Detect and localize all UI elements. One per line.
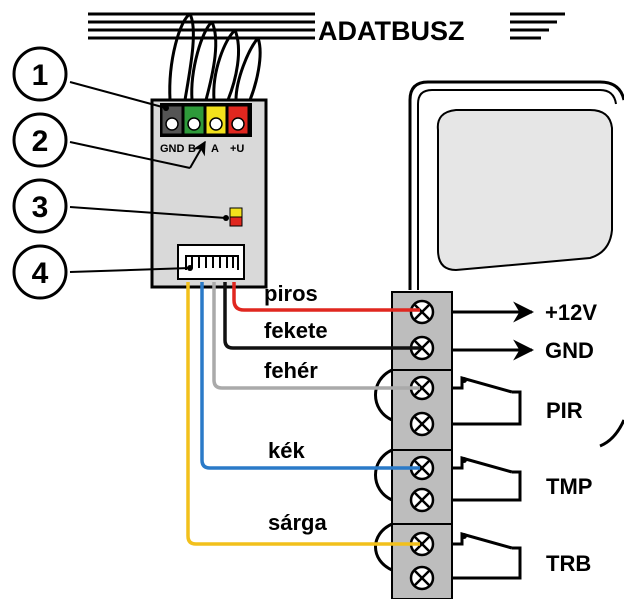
bus-lines-right [510,12,565,40]
contact-label-pir: PIR [546,398,583,423]
contact-trb [452,532,522,580]
wire-label-white: fehér [264,358,318,383]
module: GND B A +U [150,98,268,289]
pir-detector [408,80,624,448]
strip-screw-slot [414,380,430,396]
terminal-label-plus-u: +U [230,143,244,155]
terminal-strip [374,291,453,599]
power-outputs [452,301,535,361]
contact-dots [461,377,467,539]
wire-label-red: piros [264,281,318,306]
callout-number-1: 1 [32,59,49,92]
wire-label-black: fekete [264,318,328,343]
led-indicator-bottom [229,216,243,227]
callout-number-4: 4 [32,257,49,290]
callout-2: 2 [12,112,206,169]
led-indicator-top [229,207,243,218]
callouts: 1 2 3 4 [12,46,229,300]
callout-4: 4 [12,244,193,300]
terminal-label-gnd: GND [160,143,185,155]
strip-screw-slot [414,492,430,508]
bus-drop-wires [168,12,262,101]
wire-label-blue: kék [268,438,305,463]
contact-label-tmp: TMP [546,474,592,499]
callout-number-2: 2 [32,125,49,158]
module-terminals [161,105,249,135]
strip-screw-slot [414,304,430,320]
wire-connector [177,244,245,280]
output-label-12v: +12V [545,300,597,325]
connector-pins [185,255,239,270]
data-bus: ADATBUSZ [88,12,565,101]
colored-wires [186,282,420,546]
callout-3: 3 [12,178,229,234]
wire-labels: piros fekete fehér kék sárga [264,281,328,535]
contact-tmp [452,456,522,502]
terminal-screw-1 [165,117,179,131]
terminal-screw-4 [231,117,245,131]
relay-contacts [452,376,522,580]
wire-black [223,282,420,350]
output-label-gnd: GND [545,338,594,363]
strip-screw-slot [414,416,430,432]
bus-label: ADATBUSZ [318,16,464,46]
detector-lens [436,109,613,272]
wire-yellow [186,282,420,546]
detector-housing [408,80,624,290]
callout-1: 1 [12,46,169,111]
strip-screw-slot [414,570,430,586]
terminal-label-b: B [188,143,196,155]
wire-label-yellow: sárga [268,510,327,535]
terminal-label-a: A [211,143,219,155]
contact-pir [452,376,522,426]
strip-screw-slot [414,340,430,356]
wire-blue [200,282,420,470]
strip-screw-slot [414,536,430,552]
wire-white [212,282,420,390]
strip-screw-slot [414,460,430,476]
terminal-labels: GND B A +U [160,143,244,155]
terminal-screw-3 [209,117,223,131]
bus-lines-left [88,12,315,40]
detector-housing-inner [417,89,617,290]
strip-side-loops [374,368,393,572]
strip-screws [409,299,435,591]
callout-number-3: 3 [32,191,49,224]
terminal-screw-2 [187,117,201,131]
detector-housing-edge [599,419,624,448]
wire-red [232,282,420,312]
contact-label-trb: TRB [546,551,591,576]
